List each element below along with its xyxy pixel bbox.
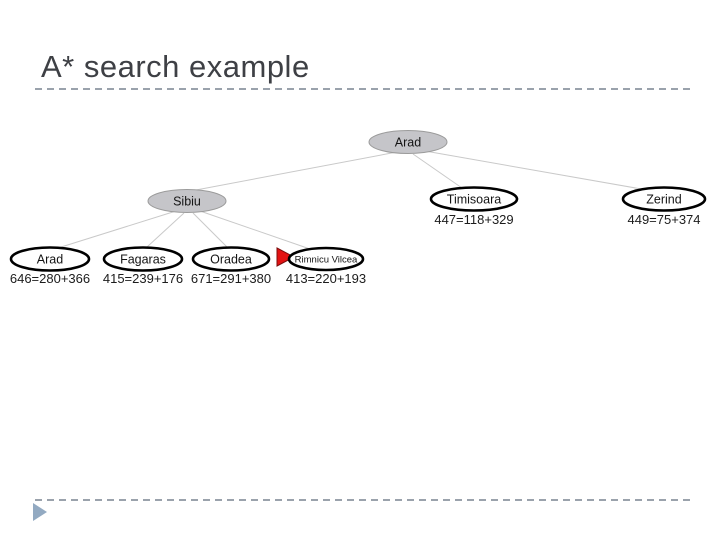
node-arad-child-label: Arad [37, 253, 63, 267]
edge-sibiu-oradea [192, 212, 228, 248]
page-title: A* search example [41, 49, 310, 84]
node-fagaras [102, 246, 184, 272]
node-oradea-label: Oradea [210, 253, 252, 267]
edge-arad-zerind [424, 150, 648, 191]
node-root-arad-label: Arad [395, 136, 421, 150]
search-tree-diagram: Arad Sibiu Timisoara 447=118+329 Zerind … [9, 130, 707, 286]
f-value-arad-child: 646=280+366 [10, 271, 90, 286]
node-arad-child [9, 246, 91, 272]
node-zerind [621, 186, 707, 212]
node-sibiu [147, 189, 227, 213]
f-value-zerind: 449=75+374 [627, 212, 700, 227]
node-timisoara-label: Timisoara [447, 193, 501, 207]
node-oradea [191, 246, 271, 272]
node-zerind-label: Zerind [646, 193, 681, 207]
node-rimnicu-vilcea-label: Rimnicu Vilcea [295, 255, 358, 266]
footer-divider [35, 499, 692, 501]
f-value-rimnicu-vilcea: 413=220+193 [286, 271, 366, 286]
node-root-arad [368, 130, 448, 154]
f-value-fagaras: 415=239+176 [103, 271, 183, 286]
node-timisoara [429, 186, 519, 212]
node-sibiu-label: Sibiu [173, 195, 201, 209]
edge-sibiu-rimnicu [199, 210, 311, 250]
edge-arad-sibiu [195, 151, 398, 191]
f-value-timisoara: 447=118+329 [434, 212, 513, 227]
edge-arad-timisoara [412, 153, 463, 189]
f-value-oradea: 671=291+380 [191, 271, 271, 286]
node-rimnicu-vilcea [287, 246, 365, 272]
edge-sibiu-arad [57, 210, 177, 249]
blue-right-triangle-icon [33, 503, 47, 521]
title-divider [35, 88, 692, 90]
edge-sibiu-fagaras [146, 212, 185, 248]
node-fagaras-label: Fagaras [120, 253, 166, 267]
red-right-triangle-icon [276, 247, 296, 267]
